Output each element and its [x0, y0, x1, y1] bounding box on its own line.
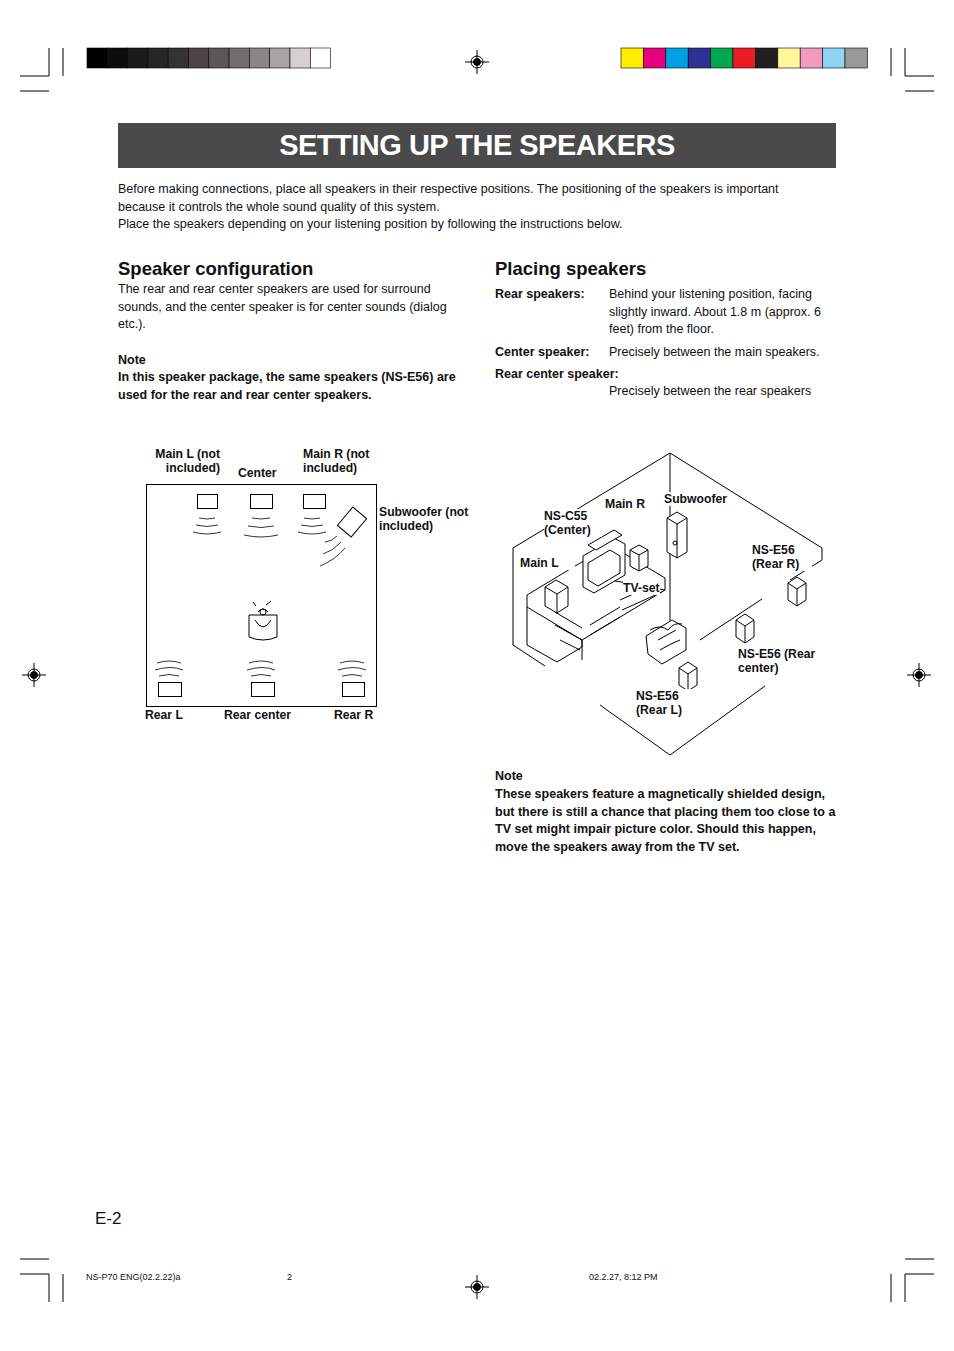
speaker-label: Main R — [605, 497, 660, 511]
speaker-label: Subwoofer (not included) — [379, 505, 474, 533]
note-text: These speakers feature a magnetically sh… — [495, 786, 840, 856]
speaker-label: Rear R — [334, 708, 394, 722]
speaker-layout-plan — [147, 485, 377, 707]
color-bars — [87, 48, 867, 68]
intro-text: Place the speakers depending on your lis… — [118, 216, 838, 234]
section-heading: Speaker configuration — [118, 258, 463, 280]
tv-label: TV-set — [623, 581, 660, 595]
speaker-label: Subwoofer — [664, 492, 727, 506]
term-text: Behind your listening position, facing s… — [609, 286, 837, 339]
term-label: Rear center speaker: — [495, 366, 695, 384]
footer-text: 02.2.27, 8:12 PM — [589, 1271, 729, 1283]
note-heading: Note — [118, 352, 318, 370]
room-illustration — [513, 453, 822, 755]
speaker-label: Main L (not included) — [126, 447, 220, 475]
body-text: The rear and rear center speakers are us… — [118, 281, 463, 334]
footer-text: 2 — [287, 1271, 307, 1283]
speaker-label: Main R (not included) — [303, 447, 397, 475]
speaker-label: NS-E56 (Rear center) — [738, 647, 828, 675]
speaker-label: Rear center — [224, 708, 314, 722]
note-text: In this speaker package, the same speake… — [118, 369, 458, 404]
term-text: Precisely between the main speakers. — [609, 344, 839, 362]
speaker-label: Center — [238, 466, 277, 480]
intro-text: Before making connections, place all spe… — [118, 181, 808, 216]
speaker-label: Main L — [520, 556, 575, 570]
speaker-label: Rear L — [145, 708, 205, 722]
page-title: SETTING UP THE SPEAKERS — [279, 129, 675, 162]
title-band: SETTING UP THE SPEAKERS — [118, 123, 836, 168]
registration-marks — [22, 50, 931, 1299]
section-heading: Placing speakers — [495, 258, 840, 280]
page-number: E-2 — [95, 1208, 155, 1230]
term-text: Precisely between the rear speakers — [609, 383, 839, 401]
term-label: Rear speakers: — [495, 286, 607, 304]
note-heading: Note — [495, 768, 695, 786]
term-label: Center speaker: — [495, 344, 607, 362]
speaker-label: NS-E56 (Rear L) — [636, 689, 694, 717]
speaker-label: NS-E56 (Rear R) — [752, 543, 812, 571]
speaker-label: NS-C55 (Center) — [544, 509, 602, 537]
footer-text: NS-P70 ENG(02.2.22)a — [86, 1271, 226, 1283]
crop-marks — [20, 48, 934, 1302]
